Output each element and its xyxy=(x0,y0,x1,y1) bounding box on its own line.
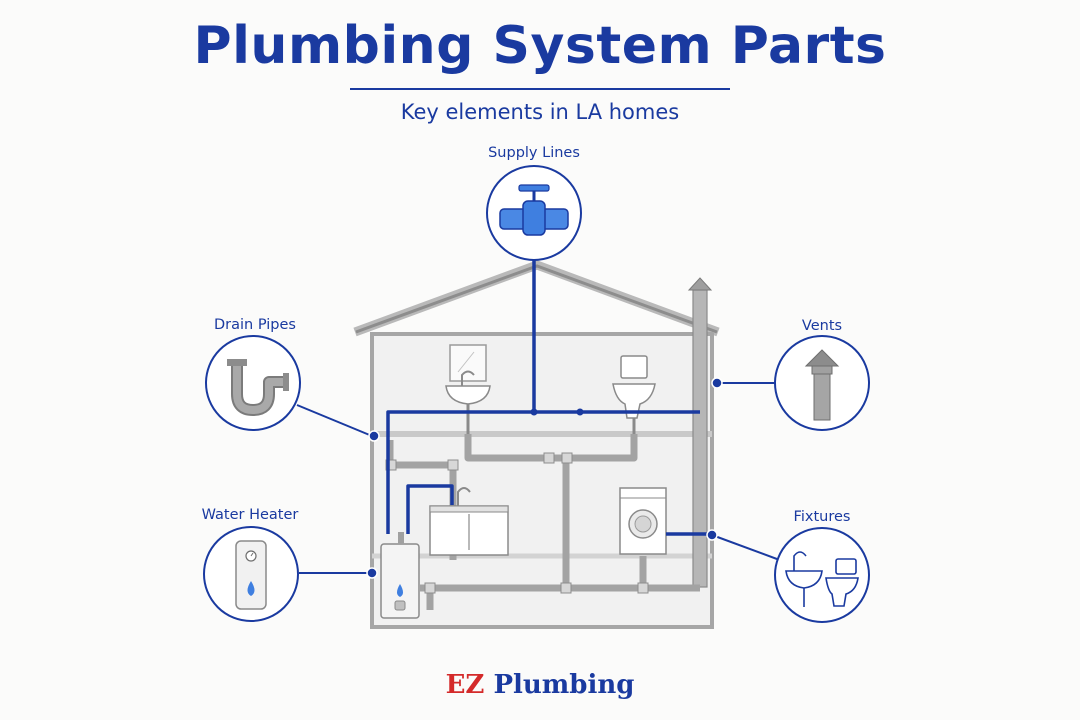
vent-stack-icon xyxy=(804,349,840,421)
supply-line-network xyxy=(386,260,714,536)
bathroom-sink xyxy=(445,370,491,434)
water-heater-label: Water Heater xyxy=(201,507,299,523)
brand-logo: EZ Plumbing xyxy=(0,668,1080,702)
pipe-joints xyxy=(385,452,649,594)
p-trap-icon xyxy=(227,359,289,416)
valve-icon xyxy=(499,184,569,236)
toilet xyxy=(612,355,656,434)
washing-machine xyxy=(619,487,667,555)
drain-pipes-label: Drain Pipes xyxy=(214,317,296,333)
house-outline xyxy=(353,260,720,629)
drain-pipe-network xyxy=(386,434,700,610)
page-title: Plumbing System Parts xyxy=(193,16,887,76)
connector-dots xyxy=(366,377,723,579)
page-subtitle: Key elements in LA homes xyxy=(400,100,680,124)
vent-stack xyxy=(687,277,713,588)
supply-lines-label: Supply Lines xyxy=(488,145,580,161)
brand-name-plumbing: Plumbing xyxy=(493,670,635,700)
water-heater-tank xyxy=(380,532,420,619)
kitchen-cabinet xyxy=(429,487,509,556)
mirror xyxy=(449,344,487,382)
brand-name-ez: EZ xyxy=(445,670,485,700)
supply-joints xyxy=(530,408,584,416)
sink-toilet-icon xyxy=(785,551,859,607)
fixtures-label: Fixtures xyxy=(793,509,851,525)
title-divider xyxy=(350,88,730,90)
vents-label: Vents xyxy=(801,318,843,334)
water-heater-icon xyxy=(235,540,267,610)
callout-connectors xyxy=(296,382,786,574)
